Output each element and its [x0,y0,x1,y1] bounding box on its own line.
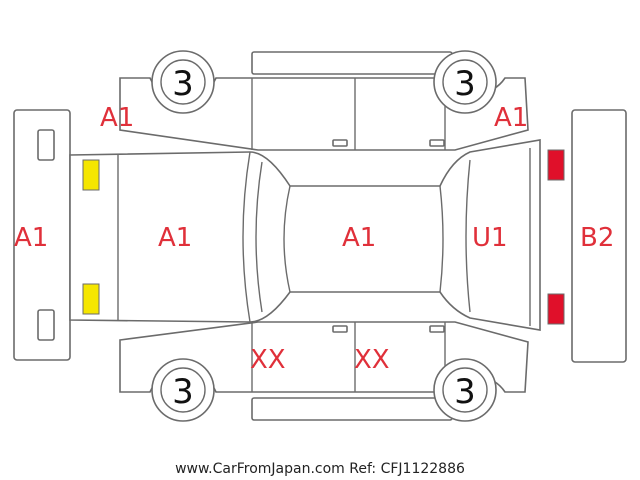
car-body-top-view [69,139,541,331]
wheel-rear-right-grade: 3 [454,372,476,412]
wheel-front-left-grade: 3 [172,64,194,104]
wheel-rear-left: 3 [433,50,497,114]
wheel-front-right-grade: 3 [172,372,194,412]
wheel-front-left: 3 [151,50,215,114]
label-rear-bumper: B2 [580,223,614,253]
label-back-door: U1 [472,223,508,253]
footer-watermark: www.CarFromJapan.com Ref: CFJ1122886 [175,461,465,477]
label-hood: A1 [158,223,192,253]
label-front-bumper: A1 [14,223,48,253]
wheel-front-right: 3 [151,358,215,422]
right-rocker [251,397,453,421]
label-rear-left-quarter: A1 [494,103,528,133]
rear-right-lamp [547,293,565,325]
rear-left-lamp [547,149,565,181]
left-rocker [251,51,453,75]
label-roof: A1 [342,223,376,253]
wheel-rear-right: 3 [433,358,497,422]
label-rear-right-door: XX [354,345,390,375]
rear-bumper [571,109,627,363]
front-left-lamp [82,159,100,191]
wheel-rear-left-grade: 3 [454,64,476,104]
label-front-left-fender: A1 [100,103,134,133]
label-front-right-door: XX [250,345,286,375]
front-right-lamp [82,283,100,315]
